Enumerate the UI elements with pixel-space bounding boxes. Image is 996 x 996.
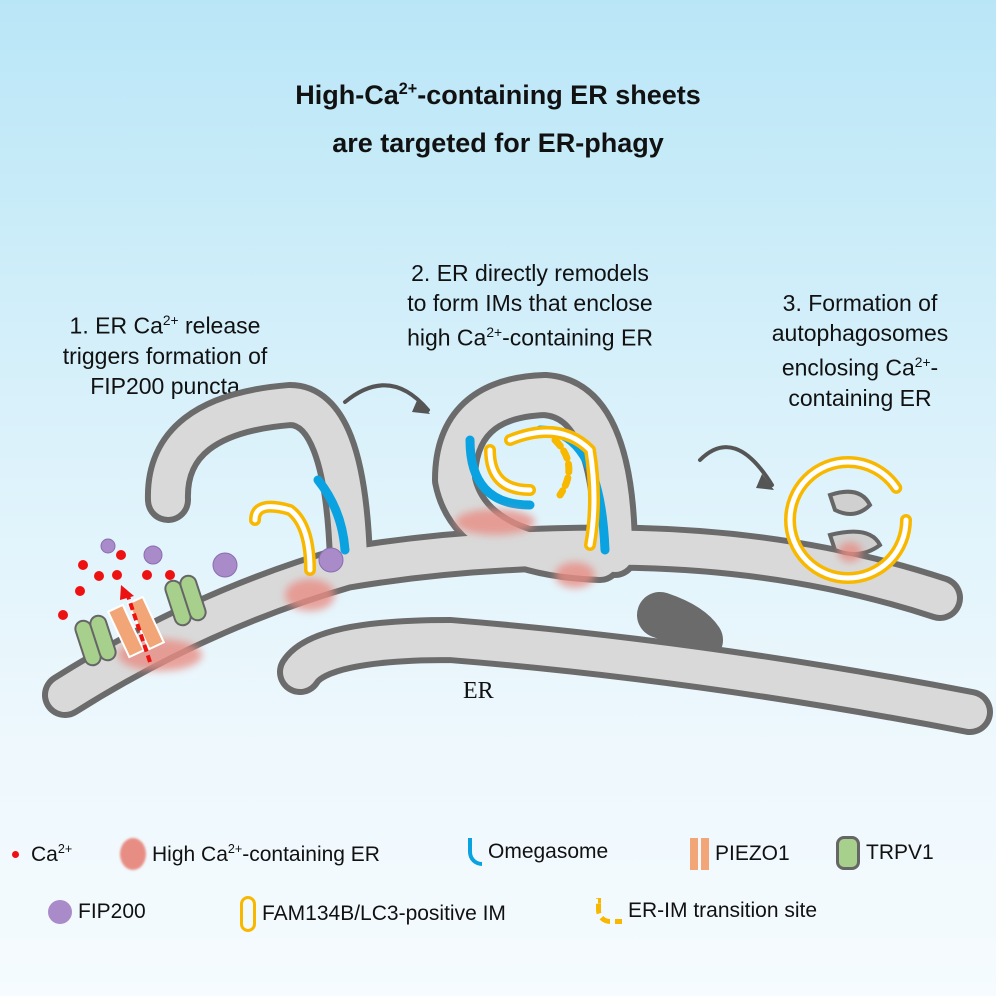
piezo1-icon: [690, 838, 709, 870]
ca-dot-icon: [12, 851, 19, 858]
legend-fip200: FIP200: [48, 900, 146, 924]
im-icon: [240, 896, 256, 932]
piezo1-channel: [106, 595, 166, 659]
legend-omegasome: Omegasome: [468, 838, 608, 866]
high-ca-er: [118, 509, 862, 671]
legend-transition: ER-IM transition site: [596, 898, 817, 924]
fip200-icon: [48, 900, 72, 924]
legend-ca: Ca2+: [12, 842, 72, 867]
ca-ions: [58, 550, 175, 620]
legend-trpv1: TRPV1: [836, 836, 934, 870]
er-lumen: [48, 378, 987, 729]
high-ca-blob-icon: [120, 838, 146, 870]
transition-site-icon: [596, 898, 622, 924]
transition-site: [551, 436, 573, 499]
legend-high-ca: High Ca2+-containing ER: [120, 838, 380, 870]
omegasome-icon: [468, 838, 482, 866]
arrow-2: [698, 445, 774, 487]
er-label: ER: [463, 678, 494, 704]
trpv1-channels: [74, 574, 207, 667]
fip200: [100, 538, 344, 578]
omegasome: [313, 475, 350, 555]
trpv1-icon: [836, 836, 860, 870]
legend-im: FAM134B/LC3-positive IM: [240, 896, 506, 932]
legend-piezo1: PIEZO1: [690, 838, 790, 870]
title-line-2: are targeted for ER-phagy: [332, 128, 664, 158]
step-1-label: 1. ER Ca2+ release triggers formation of…: [62, 312, 268, 399]
title-line-1: High-Ca2+-containing ER sheets: [295, 80, 701, 110]
